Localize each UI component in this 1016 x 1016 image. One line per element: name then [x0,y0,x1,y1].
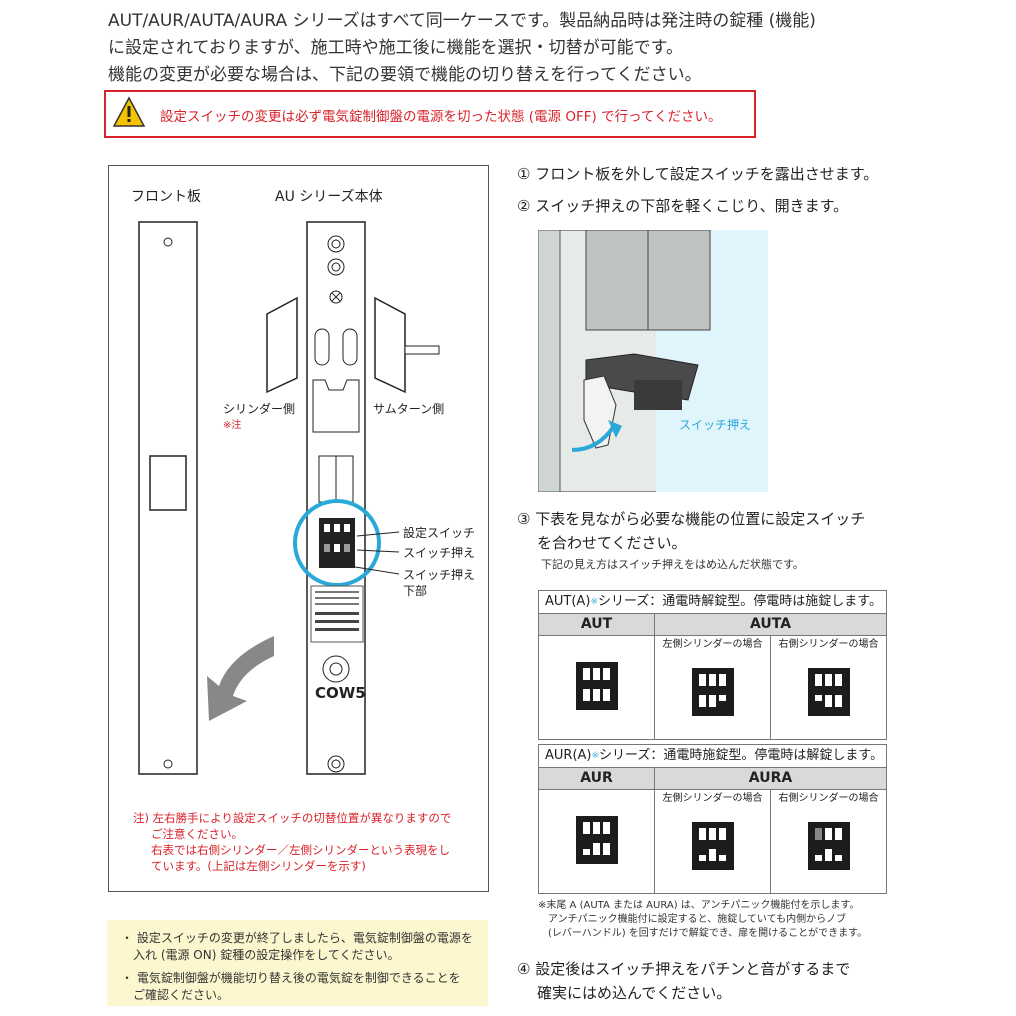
caption-star: ※ [591,751,600,761]
setting-switch-label: 設定スイッチ [403,526,476,540]
note-line: 右表では右側シリンダー／左側シリンダーという表現をし [151,843,450,857]
diagram-note: 注) 左右勝手により設定スイッチの切替位置が異なりますので ご注意ください。 右… [133,810,473,874]
front-plate-label: フロント板 [131,189,201,205]
col-aur-header: AUR [538,767,655,790]
switch-cell-aut [538,635,655,740]
step-4-line-2: 確実にはめ込んでください。 [537,984,732,1002]
dip-switch-icon [807,668,850,716]
right-cylinder-label: 右側シリンダーの場合 [778,639,879,650]
note-line: ご注意ください。 [151,827,243,841]
caption-series: AUR(A) [545,748,592,763]
table-caption: AUT(A)※シリーズ：通電時解錠型。停電時は施錠します。 [537,590,888,614]
intro-line-3: 機能の変更が必要な場合は、下記の要領で機能の切り替えを行ってください。 [108,65,702,85]
power-note-line: 入れ (電源 ON) 錠種の設定操作をしてください。 [133,948,400,962]
lock-diagram [138,221,440,775]
switch-cell-aur [538,789,655,894]
dip-switch-icon [807,822,850,870]
step-4-line-1: ④ 設定後はスイッチ押えをパチンと音がするまで [517,960,851,978]
diagram-panel: フロント板 AU シリーズ本体 [108,165,489,892]
power-note-line: ・ 設定スイッチの変更が終了しましたら、電気錠制御盤の電源を [121,931,473,945]
footnote-line: ※末尾 A (AUTA または AURA) は、アンチパニック機能付を示します。 [538,900,860,911]
table-caption: AUR(A)※シリーズ：通電時施錠型。停電時は解錠します。 [538,744,887,768]
intro-line-1: AUT/AUR/AUTA/AURA シリーズはすべて同一ケースです。製品納品時は… [108,11,816,31]
col-aut-header: AUT [538,613,655,636]
cylinder-note-mark: ※注 [223,420,242,431]
caption-desc: シリーズ：通電時施錠型。停電時は解錠します。 [599,748,884,763]
step-3-line-2: を合わせてください。 [537,534,687,552]
switch-cell-aura-right: 右側シリンダーの場合 [770,789,887,894]
switch-cell-auta-left: 左側シリンダーの場合 [654,635,771,740]
dip-switch-icon [691,668,734,716]
note-line: 注) 左右勝手により設定スイッチの切替位置が異なりますので [133,811,452,825]
anti-panic-footnote: ※末尾 A (AUTA または AURA) は、アンチパニック機能付を示します。… [538,899,867,941]
warning-box: 設定スイッチの変更は必ず電気錠制御盤の電源を切った状態 (電源 OFF) で行っ… [104,90,756,138]
intro-text: AUT/AUR/AUTA/AURA シリーズはすべて同一ケースです。製品納品時は… [108,8,908,89]
power-note-line: ご確認ください。 [133,988,230,1002]
switch-holder-label: スイッチ押え [403,546,476,560]
switch-holder-photo [538,230,768,492]
step-2: ② スイッチ押えの下部を軽くこじり、開きます。 [517,197,849,215]
caption-series: AUT(A) [545,594,591,609]
left-cylinder-label: 左側シリンダーの場合 [662,793,763,804]
photo-label: スイッチ押え [679,418,752,432]
switch-holder-bottom-label-2: 下部 [403,584,428,598]
dip-switch-icon [691,822,734,870]
left-cylinder-label: 左側シリンダーの場合 [662,639,763,650]
warning-text: 設定スイッチの変更は必ず電気錠制御盤の電源を切った状態 (電源 OFF) で行っ… [160,109,722,125]
footnote-line: (レバーハンドル) を回すだけで解錠でき、扉を開けることができます。 [548,928,868,939]
step-3-sub: 下記の見え方はスイッチ押えをはめ込んだ状態です。 [541,558,804,571]
body-label: AU シリーズ本体 [275,189,383,205]
intro-line-2: に設定されておりますが、施工時や施工後に機能を選択・切替が可能です。 [108,38,683,58]
thumbturn-side-label: サムターン側 [373,402,445,416]
power-note-box: ・ 設定スイッチの変更が終了しましたら、電気錠制御盤の電源を 入れ (電源 ON… [107,920,488,1006]
col-aura-header: AURA [654,767,887,790]
switch-cell-aura-left: 左側シリンダーの場合 [654,789,771,894]
power-note-line: ・ 電気錠制御盤が機能切り替え後の電気錠を制御できることを [121,971,461,985]
right-cylinder-label: 右側シリンダーの場合 [778,793,879,804]
dip-switch-icon [575,815,618,864]
dip-switch-icon [575,661,618,710]
step-1: ① フロント板を外して設定スイッチを露出させます。 [517,165,879,183]
cylinder-side-label: シリンダー側 [223,402,296,416]
switch-cell-auta-right: 右側シリンダーの場合 [769,635,888,740]
footnote-line: アンチパニック機能付に設定すると、施錠していても内側からノブ [548,914,847,925]
caption-star: ※ [590,597,598,607]
step-3-line-1: ③ 下表を見ながら必要な機能の位置に設定スイッチ [517,510,866,528]
switch-holder-bottom-label-1: スイッチ押え [403,568,476,582]
note-line: ています。(上記は左側シリンダーを示す) [151,859,366,873]
col-auta-header: AUTA [653,613,888,636]
model-label: COW5 [315,684,366,702]
warning-triangle-icon [112,96,146,127]
caption-desc: シリーズ：通電時解錠型。停電時は施錠します。 [597,594,882,609]
